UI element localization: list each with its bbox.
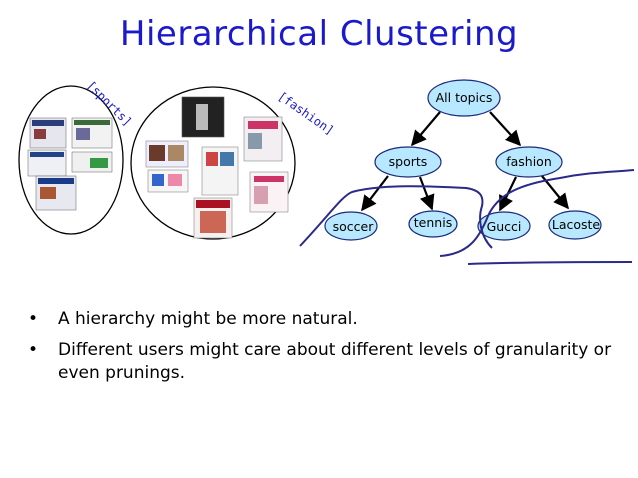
bullet-item: • Different users might care about diffe…: [28, 339, 618, 385]
node-tennis: tennis: [408, 210, 458, 238]
sports-page-thumbnails: [27, 117, 113, 211]
bullet-marker: •: [28, 340, 39, 360]
node-fashion: fashion: [495, 146, 563, 178]
cut-line-left: [299, 185, 493, 249]
node-sports: sports: [374, 146, 442, 178]
bullet-text: A hierarchy might be more natural.: [58, 309, 358, 329]
node-tennis-label: tennis: [414, 215, 452, 230]
node-lacoste-label: Lacoste: [552, 217, 601, 232]
cut-line-right: [439, 169, 635, 257]
node-lacoste-shape: [548, 210, 602, 240]
node-gucci-label: Gucci: [487, 219, 522, 234]
slide-title: Hierarchical Clustering: [119, 14, 519, 54]
node-root-shape: [427, 79, 501, 117]
bullet-marker: •: [28, 309, 39, 329]
node-soccer: soccer: [324, 211, 378, 241]
node-soccer-label: soccer: [333, 219, 375, 234]
node-fashion-shape: [495, 146, 563, 178]
node-root-label: All topics: [436, 90, 493, 105]
node-sports-label: sports: [389, 154, 428, 169]
node-sports-shape: [374, 146, 442, 178]
edge-sports-soccer: [361, 175, 389, 212]
fashion-page-thumbnails: [145, 96, 289, 239]
node-root: All topics: [427, 79, 501, 117]
node-soccer-shape: [324, 211, 378, 241]
cut-line-bottom: [467, 261, 633, 265]
node-fashion-label: fashion: [506, 154, 552, 169]
edge-sports-tennis: [418, 176, 435, 211]
node-lacoste: Lacoste: [548, 210, 602, 240]
bullet-item: • A hierarchy might be more natural.: [28, 308, 618, 331]
bullet-list: • A hierarchy might be more natural. • D…: [28, 308, 618, 393]
node-gucci-shape: [477, 211, 531, 241]
edge-root-fashion: [489, 111, 522, 147]
bullet-text: Different users might care about differe…: [58, 340, 612, 383]
node-tennis-shape: [408, 210, 458, 238]
edge-root-sports: [411, 111, 441, 147]
node-gucci: Gucci: [477, 211, 531, 241]
